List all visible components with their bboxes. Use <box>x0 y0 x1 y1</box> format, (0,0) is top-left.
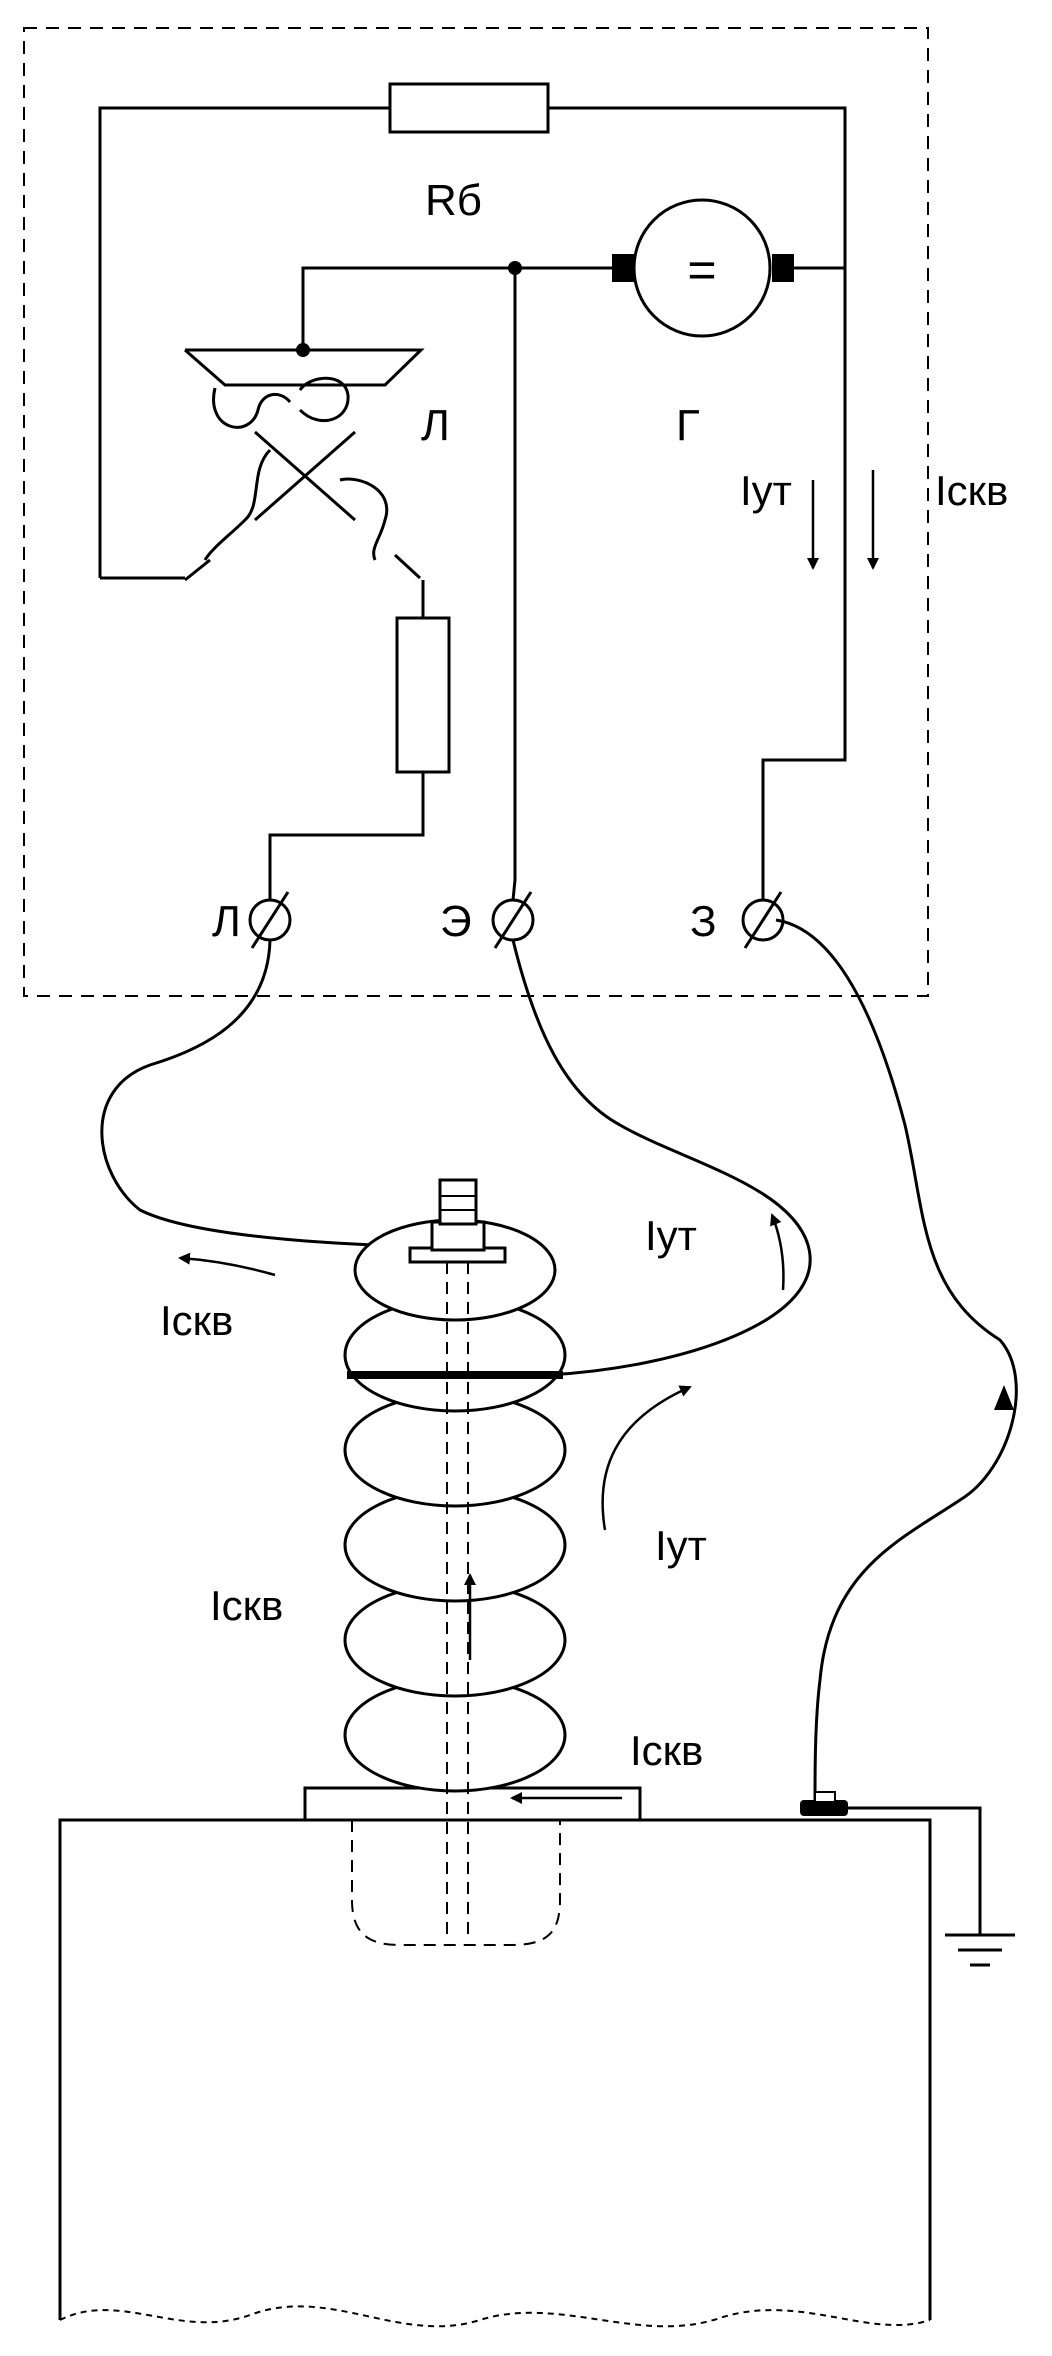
terminal-e-label: Э <box>440 897 472 946</box>
i-surface-label-base: Iскв <box>630 1727 703 1774</box>
terminal-z <box>741 891 785 949</box>
circuit-wiring <box>98 106 847 901</box>
ratiometer-label: Л <box>421 401 450 450</box>
lead-arrow-grounding <box>994 1385 1014 1410</box>
internal-conductor <box>351 1262 561 1946</box>
resistor-rb <box>388 82 550 134</box>
test-leads <box>100 918 1018 1801</box>
terminal-l-label: Л <box>212 897 241 946</box>
terminal-e <box>491 891 535 949</box>
insulator <box>303 1178 642 1822</box>
ground-icon <box>945 1933 1015 1967</box>
terminal-l <box>248 891 292 949</box>
equipment-tank <box>58 1818 932 2328</box>
resistor-rb-label: Rб <box>425 176 482 225</box>
ratiometer-symbol <box>184 348 425 582</box>
resistor-additional <box>395 616 451 774</box>
current-arrows-insulator <box>178 1213 785 1804</box>
i-surface-label-left: Iскв <box>160 1297 233 1344</box>
i-surface-label-body: Iскв <box>210 1582 283 1629</box>
current-arrows-instrument <box>807 470 879 570</box>
generator-label: Г <box>676 401 700 450</box>
i-leak-label-mid: Iут <box>645 1212 697 1259</box>
terminal-z-label: З <box>690 897 717 946</box>
i-leak-label-top: Iут <box>740 467 792 514</box>
ground-connection <box>800 1791 982 1935</box>
generator-symbol: = <box>687 242 716 298</box>
i-surface-label-top: Iскв <box>935 467 1008 514</box>
instrument-enclosure <box>23 27 929 997</box>
i-leak-label-lower: Iут <box>655 1522 707 1569</box>
generator <box>612 198 794 338</box>
